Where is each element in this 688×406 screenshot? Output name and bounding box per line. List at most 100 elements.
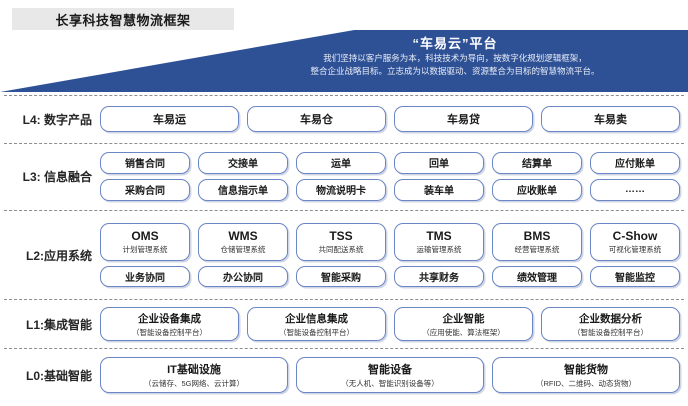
layer-body-l0: IT基础设施（云储存、5G网络、云计算） 智能设备 （无人机、智能识别设备等） 智能货… (100, 357, 688, 393)
capability-box-subtitle: 可视化管理系统 (608, 245, 662, 254)
capability-box[interactable]: …… (590, 178, 680, 201)
capability-box-title: 物流说明卡 (316, 186, 366, 197)
cell-strip: 企业设备集成 （智能设备控制平台） 企业信息集成 （智能设备控制平台） 企业智能 （应用使… (100, 307, 680, 341)
capability-box-title: 共享财务 (419, 273, 459, 284)
platform-description-line-1: 我们坚持以客户服务为本，科技技术为导向，按数字化规划逻辑框架， (323, 53, 587, 63)
capability-box-title: 企业数据分析 (579, 312, 642, 325)
capability-box-title: 采购合同 (125, 186, 165, 197)
capability-box-subtitle: 共同配送系统 (318, 245, 364, 254)
capability-box[interactable]: 车易卖 (541, 106, 680, 132)
capability-box[interactable]: 智能监控 (590, 266, 680, 287)
layer-row-l4: L4: 数字产品 车易运 车易仓 车易贷 车易卖 (0, 99, 688, 139)
capability-box-title: TMS (426, 229, 452, 243)
layer-label-l0: L0:基础智能 (25, 368, 92, 383)
capability-box-subtitle: （应用使能、算法框架） (422, 327, 505, 337)
layer-body-l4: 车易运 车易仓 车易贷 车易卖 (100, 106, 688, 132)
capability-box-title: 车易卖 (594, 114, 627, 126)
capability-box[interactable]: 结算单 (492, 151, 582, 174)
capability-box-title: 销售合同 (125, 159, 165, 170)
capability-box[interactable]: 业务协同 (100, 266, 190, 287)
page-title-bar: 长享科技智慧物流框架 (12, 8, 234, 30)
layer-label-l2: L2:应用系统 (25, 248, 92, 263)
capability-box[interactable]: 交接单 (198, 151, 288, 174)
page-title: 长享科技智慧物流框架 (55, 12, 191, 28)
capability-box-subtitle: （无人机、智能识别设备等） (341, 379, 439, 388)
capability-box-subtitle: （智能设备控制平台） (573, 327, 648, 337)
capability-box-title: 车易仓 (300, 114, 333, 126)
capability-box[interactable]: 物流说明卡 (296, 178, 386, 201)
layer-row-l0: L0:基础智能 IT基础设施（云储存、5G网络、云计算） 智能设备 （无人机、智能识… (0, 352, 688, 398)
capability-box[interactable]: 企业智能 （应用使能、算法框架） (394, 307, 533, 341)
layer-label-l4: L4: 数字产品 (22, 112, 92, 127)
divider-l4-l3 (4, 143, 684, 144)
capability-box-title: C-Show (612, 229, 658, 243)
capability-box[interactable]: 信息指示单 (198, 178, 288, 201)
cell-strip: 销售合同 交接单运单 回单 结算单 应付账单 (100, 151, 680, 174)
capability-box[interactable]: 装车单 (394, 178, 484, 201)
divider-l2-l1 (4, 299, 684, 300)
layer-body-l1: 企业设备集成 （智能设备控制平台） 企业信息集成 （智能设备控制平台） 企业智能 （应用使… (100, 307, 688, 341)
capability-box[interactable]: 企业数据分析 （智能设备控制平台） (541, 307, 680, 341)
capability-box[interactable]: 车易运 (100, 106, 239, 132)
capability-box-title: 绩效管理 (517, 273, 557, 284)
capability-box-title: 办公协同 (223, 273, 263, 284)
layer-label-l1: L1:集成智能 (25, 317, 92, 332)
capability-box[interactable]: 回单 (394, 151, 484, 174)
platform-description-line-2: 整合企业战略目标。立志成为以数据驱动、资源整合为目标的智慧物流平台。 (310, 65, 600, 76)
capability-box[interactable]: 智能设备 （无人机、智能识别设备等） (296, 357, 484, 393)
capability-box-title: 结算单 (522, 159, 552, 170)
capability-box-title: 业务协同 (125, 273, 165, 284)
capability-box-subtitle: 计划管理系统 (122, 245, 168, 254)
capability-box-title: 信息指示单 (218, 186, 268, 197)
platform-banner: “车易云”平台 我们坚持以客户服务为本，科技技术为导向，按数字化规划逻辑框架， … (0, 30, 688, 92)
capability-box[interactable]: 运单 (296, 151, 386, 174)
capability-box-title: OMS (131, 229, 159, 243)
cell-strip: 业务协同 办公协同 智能采购 共享财务 绩效管理 智能监控 (100, 266, 680, 287)
capability-box[interactable]: TMS 运输管理系统 (394, 223, 484, 261)
layer-row-l1: L1:集成智能 企业设备集成 （智能设备控制平台） 企业信息集成 （智能设备控制平台）… (0, 303, 688, 345)
cell-strip: 采购合同 信息指示单 物流说明卡 装车单应收账单 …… (100, 178, 680, 201)
capability-box[interactable]: 销售合同 (100, 151, 190, 174)
divider-l4-top (4, 95, 684, 96)
capability-box-title: 企业设备集成 (138, 312, 201, 325)
capability-box-title: 回单 (429, 159, 449, 170)
divider-l1-l0 (4, 348, 684, 349)
layer-row-l3: L3: 信息融合 销售合同交接单运单回单结算单应付账单采购合同信息指示单物流说明… (0, 146, 688, 206)
capability-box-title: 车易贷 (447, 114, 480, 126)
capability-box-title: 车易运 (153, 114, 186, 126)
capability-box-title: 智能设备 (368, 364, 412, 376)
capability-box[interactable]: 车易贷 (394, 106, 533, 132)
capability-box[interactable]: C-Show 可视化管理系统 (590, 223, 680, 261)
capability-box-title: …… (625, 184, 645, 195)
capability-box-title: 智能货物 (564, 364, 608, 376)
capability-box[interactable]: 企业设备集成 （智能设备控制平台） (100, 307, 239, 341)
capability-box-subtitle: 仓储管理系统 (220, 245, 266, 254)
capability-box-title: BMS (523, 229, 551, 243)
capability-box-title: 企业信息集成 (285, 312, 348, 325)
capability-box[interactable]: 共享财务 (394, 266, 484, 287)
capability-box[interactable]: 车易仓 (247, 106, 386, 132)
capability-box[interactable]: 企业信息集成 （智能设备控制平台） (247, 307, 386, 341)
capability-box[interactable]: 绩效管理 (492, 266, 582, 287)
capability-box-subtitle: 运输管理系统 (416, 245, 462, 254)
divider-l3-l2 (4, 210, 684, 211)
capability-box[interactable]: 办公协同 (198, 266, 288, 287)
capability-box[interactable]: 智能货物 （RFID、二维码、动态货物） (492, 357, 680, 393)
capability-box[interactable]: 应收账单 (492, 178, 582, 201)
capability-box-subtitle: （RFID、二维码、动态货物） (536, 379, 636, 388)
capability-box[interactable]: 采购合同 (100, 178, 190, 201)
cell-strip: IT基础设施（云储存、5G网络、云计算） 智能设备 （无人机、智能识别设备等） 智能货… (100, 357, 680, 393)
capability-box-title: 企业智能 (442, 312, 485, 325)
capability-box[interactable]: 应付账单 (590, 151, 680, 174)
capability-box[interactable]: OMS 计划管理系统 (100, 223, 190, 261)
capability-box[interactable]: IT基础设施（云储存、5G网络、云计算） (100, 357, 288, 393)
capability-box-subtitle: （智能设备控制平台） (132, 327, 207, 337)
cell-strip: 车易运 车易仓 车易贷 车易卖 (100, 106, 680, 132)
capability-box-subtitle: （智能设备控制平台） (279, 327, 354, 337)
capability-box[interactable]: 智能采购 (296, 266, 386, 287)
